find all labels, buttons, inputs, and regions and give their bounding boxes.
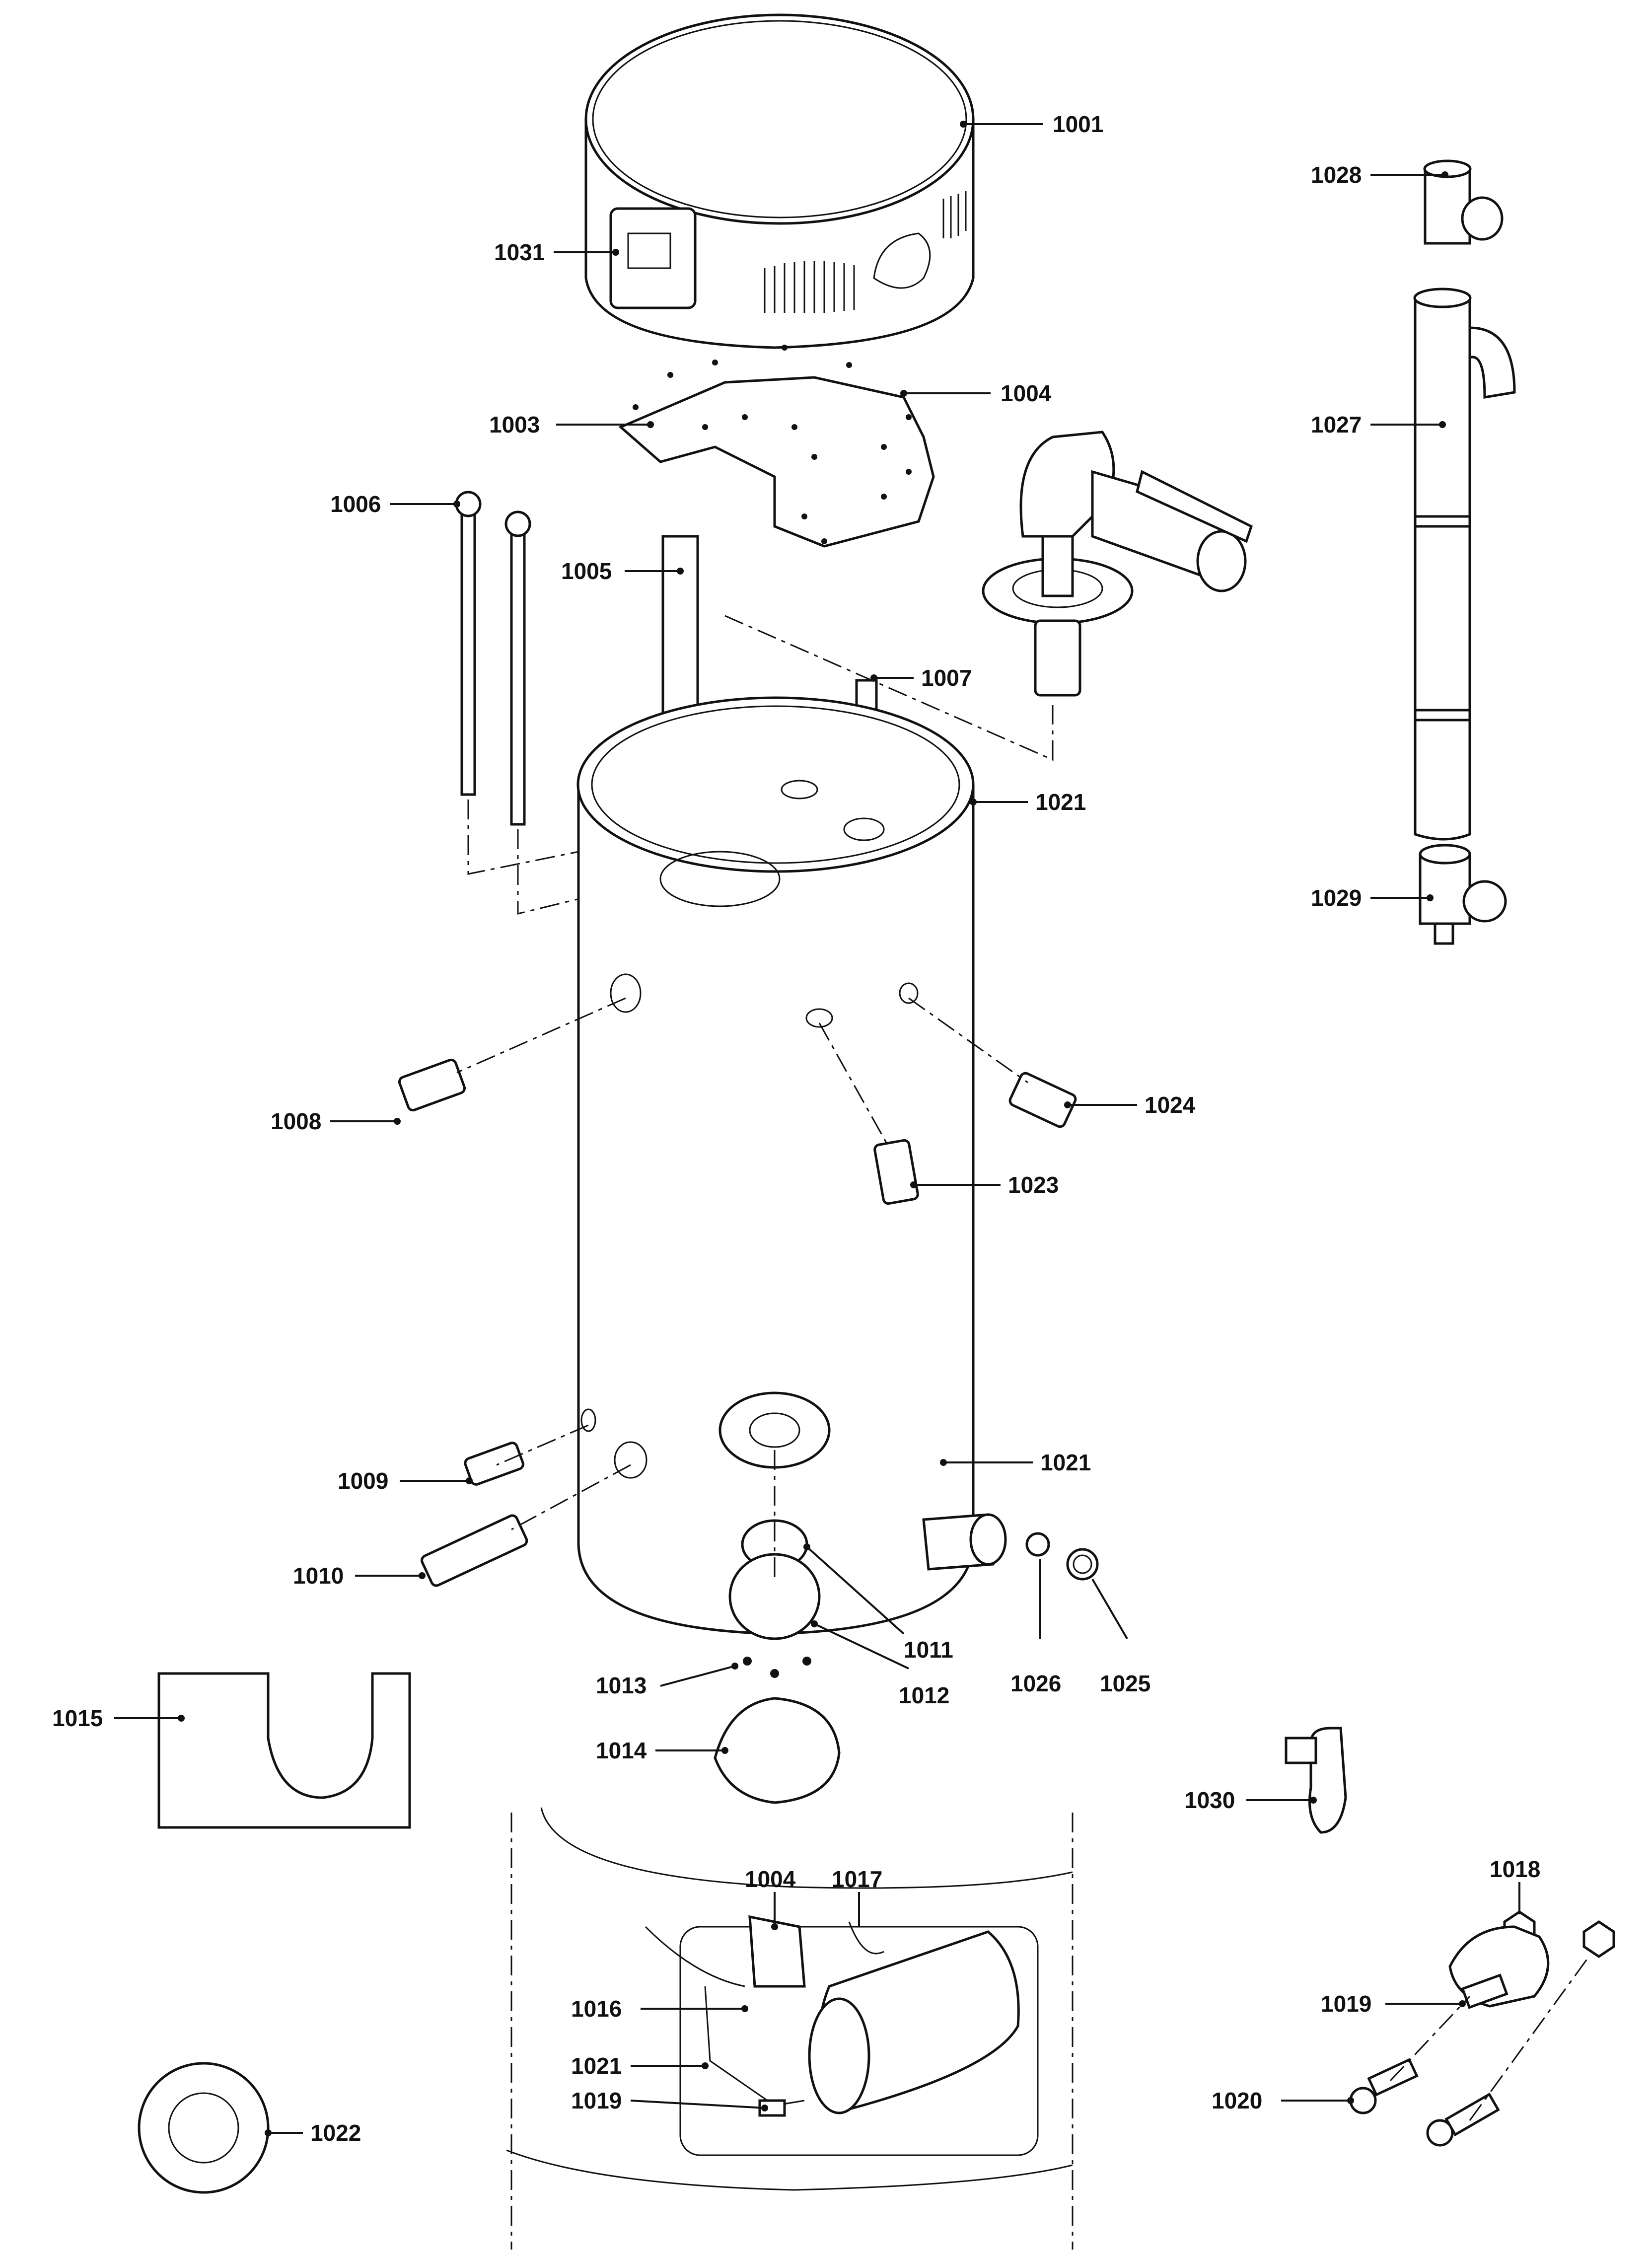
callout-1031: 1031 (494, 239, 545, 265)
callout-1019-left: 1019 (571, 2088, 622, 2113)
burner-assembly (982, 431, 1253, 697)
callout-1021-bottom: 1021 (571, 2053, 622, 2079)
callout-1029: 1029 (1311, 885, 1362, 911)
callout-1009: 1009 (338, 1468, 388, 1494)
anode-rods (455, 491, 1054, 915)
callout-1011: 1011 (904, 1637, 953, 1663)
callout-1004-bottom: 1004 (745, 1866, 796, 1892)
callout-1026: 1026 (1010, 1671, 1061, 1696)
vent-pipe (1413, 159, 1516, 945)
right-small-parts (1285, 1727, 1615, 2147)
callout-1018: 1018 (1490, 1856, 1540, 1882)
callout-1001: 1001 (1053, 111, 1103, 137)
callout-1005: 1005 (561, 558, 612, 584)
callout-1023: 1023 (1008, 1172, 1059, 1198)
lower-assembly (506, 1807, 1074, 2250)
top-cover (584, 13, 975, 349)
callout-1028: 1028 (1311, 162, 1362, 188)
callout-1015: 1015 (52, 1705, 103, 1731)
callout-1025: 1025 (1100, 1671, 1150, 1696)
callout-1022: 1022 (310, 2120, 361, 2146)
callout-1008: 1008 (271, 1108, 321, 1134)
callout-1021-top: 1021 (1035, 789, 1086, 815)
callout-1016: 1016 (571, 1996, 622, 2022)
callout-1024: 1024 (1145, 1092, 1196, 1118)
callout-1007: 1007 (921, 665, 972, 691)
callout-1010: 1010 (293, 1563, 344, 1589)
leader-lines (114, 121, 1520, 2136)
callout-1030: 1030 (1184, 1787, 1235, 1813)
bottom-parts (138, 1657, 841, 2194)
callout-1003: 1003 (489, 412, 540, 437)
callout-1013: 1013 (596, 1673, 646, 1698)
callout-1006: 1006 (330, 491, 381, 517)
callout-1004-top: 1004 (1001, 380, 1052, 406)
callout-1017: 1017 (832, 1866, 882, 1892)
tank (576, 696, 1007, 1640)
nipples (398, 997, 1099, 1587)
callout-1020: 1020 (1212, 2088, 1262, 2113)
callout-1012: 1012 (899, 1682, 949, 1708)
callout-1014: 1014 (596, 1738, 647, 1763)
callout-1021-mid: 1021 (1040, 1450, 1091, 1475)
callout-1027: 1027 (1311, 412, 1362, 437)
top-gasket (618, 345, 935, 548)
callout-1019-right: 1019 (1321, 1991, 1371, 2017)
callout-labels: 1001 1028 1031 1004 1003 1027 1006 1005 … (52, 111, 1540, 2146)
